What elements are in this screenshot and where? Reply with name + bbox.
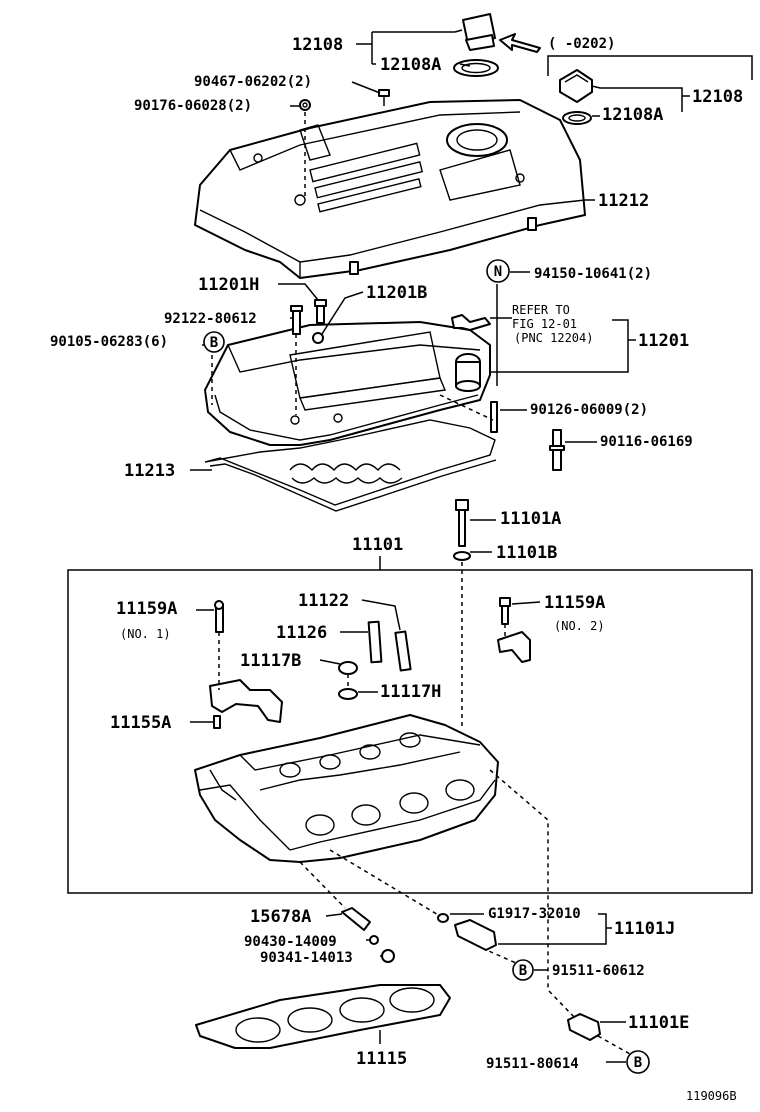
label-11101b: 11101B xyxy=(496,543,557,563)
ocv-11101j xyxy=(454,919,497,951)
svg-text:N: N xyxy=(494,264,502,280)
label-11126: 11126 xyxy=(276,623,327,643)
label-90105: 90105-06283(6) xyxy=(50,334,168,350)
valve-cover-gasket xyxy=(204,419,497,512)
label-12108-right: 12108 xyxy=(692,87,743,107)
grommet-11201b xyxy=(312,332,324,344)
label-11213: 11213 xyxy=(124,461,175,481)
label-92122: 92122-80612 xyxy=(164,311,257,327)
label-90176: 90176-06028(2) xyxy=(134,98,252,114)
label-range-note: ( -0202) xyxy=(548,36,615,52)
dashed-install-lines xyxy=(218,112,631,1055)
nut-90176 xyxy=(299,99,311,111)
head-bolt-11101a xyxy=(455,499,469,547)
label-90430: 90430-14009 xyxy=(244,934,337,950)
label-90341: 90341-14013 xyxy=(260,950,353,966)
oil-filler-cap-variant xyxy=(559,69,593,125)
label-11159a-left: 11159A xyxy=(116,599,177,619)
pin-11122 xyxy=(394,630,412,672)
label-11117b: 11117B xyxy=(240,651,301,671)
stud-90126 xyxy=(490,401,498,433)
label-90467: 90467-06202(2) xyxy=(194,74,312,90)
label-11117h: 11117H xyxy=(380,682,441,702)
label-11155a: 11155A xyxy=(110,713,171,733)
label-diagram-id: 119096B xyxy=(686,1089,737,1103)
label-no1: (NO. 1) xyxy=(120,627,171,641)
label-11201h: 11201H xyxy=(198,275,259,295)
label-12108a-top: 12108A xyxy=(380,55,441,75)
oring-g1917 xyxy=(437,913,449,923)
bolt-92122 xyxy=(290,305,303,335)
pin-11155a xyxy=(213,715,221,729)
label-12108a-right: 12108A xyxy=(602,105,663,125)
arrow-to-cap-variant xyxy=(499,33,541,53)
label-11159a-right: 11159A xyxy=(544,593,605,613)
label-11201b: 11201B xyxy=(366,283,427,303)
label-91511-80614: 91511-80614 xyxy=(486,1056,579,1072)
label-no2: (NO. 2) xyxy=(554,619,605,633)
label-11122: 11122 xyxy=(298,591,349,611)
plug-11117b xyxy=(338,661,358,675)
bolt-11159a-right xyxy=(499,597,511,625)
leader-lines xyxy=(190,29,753,1063)
ring-11117h xyxy=(338,688,358,700)
label-g1917: G1917-32010 xyxy=(488,906,581,922)
stud-90116 xyxy=(549,429,565,471)
label-12108-top: 12108 xyxy=(292,35,343,55)
label-11101e: 11101E xyxy=(628,1013,689,1033)
label-94150: 94150-10641(2) xyxy=(534,266,652,282)
bracket-no2 xyxy=(497,631,531,663)
circle-n-94150: N xyxy=(486,259,510,283)
oil-filler-cap-top xyxy=(453,13,499,77)
circle-b-91511-80614: B xyxy=(626,1050,650,1074)
circle-b-91511-60612: B xyxy=(512,959,534,981)
label-11115: 11115 xyxy=(356,1049,407,1069)
svg-text:B: B xyxy=(210,335,218,351)
label-11212: 11212 xyxy=(598,191,649,211)
cylinder-head-box xyxy=(67,569,753,894)
sensor-11101e xyxy=(567,1013,601,1041)
label-pnc-ref: (PNC 12204) xyxy=(514,331,593,345)
label-refer-to: REFER TO xyxy=(512,303,570,317)
sensor-plug xyxy=(451,314,491,331)
label-90126: 90126-06009(2) xyxy=(530,402,648,418)
svg-text:B: B xyxy=(519,963,527,979)
plug-90341 xyxy=(381,949,395,963)
label-11101j: 11101J xyxy=(614,919,675,939)
label-11101a: 11101A xyxy=(500,509,561,529)
engine-cover xyxy=(194,99,586,279)
bolt-90467 xyxy=(378,89,390,106)
label-fig-ref: FIG 12-01 xyxy=(512,317,577,331)
label-90116: 90116-06169 xyxy=(600,434,693,450)
cam-cap-11155 xyxy=(209,679,283,723)
cylinder-head xyxy=(194,714,499,863)
circle-b-90105: B xyxy=(203,331,225,353)
bolt-11159a-left xyxy=(214,600,224,633)
washer-11101b xyxy=(453,551,471,561)
valve-cover xyxy=(204,321,491,446)
gasket-90430 xyxy=(369,935,379,945)
pin-11126 xyxy=(367,620,383,664)
label-91511-60612: 91511-60612 xyxy=(552,963,645,979)
label-11201: 11201 xyxy=(638,331,689,351)
label-11101: 11101 xyxy=(352,535,403,555)
label-15678a: 15678A xyxy=(250,907,311,927)
svg-text:B: B xyxy=(634,1055,642,1071)
sensor-15678a xyxy=(341,907,371,931)
part-labels: 12108 12108A ( -0202) 12108 12108A 90467… xyxy=(50,35,743,1103)
bolt-11201h xyxy=(314,299,327,324)
head-gasket-11115 xyxy=(195,984,451,1049)
